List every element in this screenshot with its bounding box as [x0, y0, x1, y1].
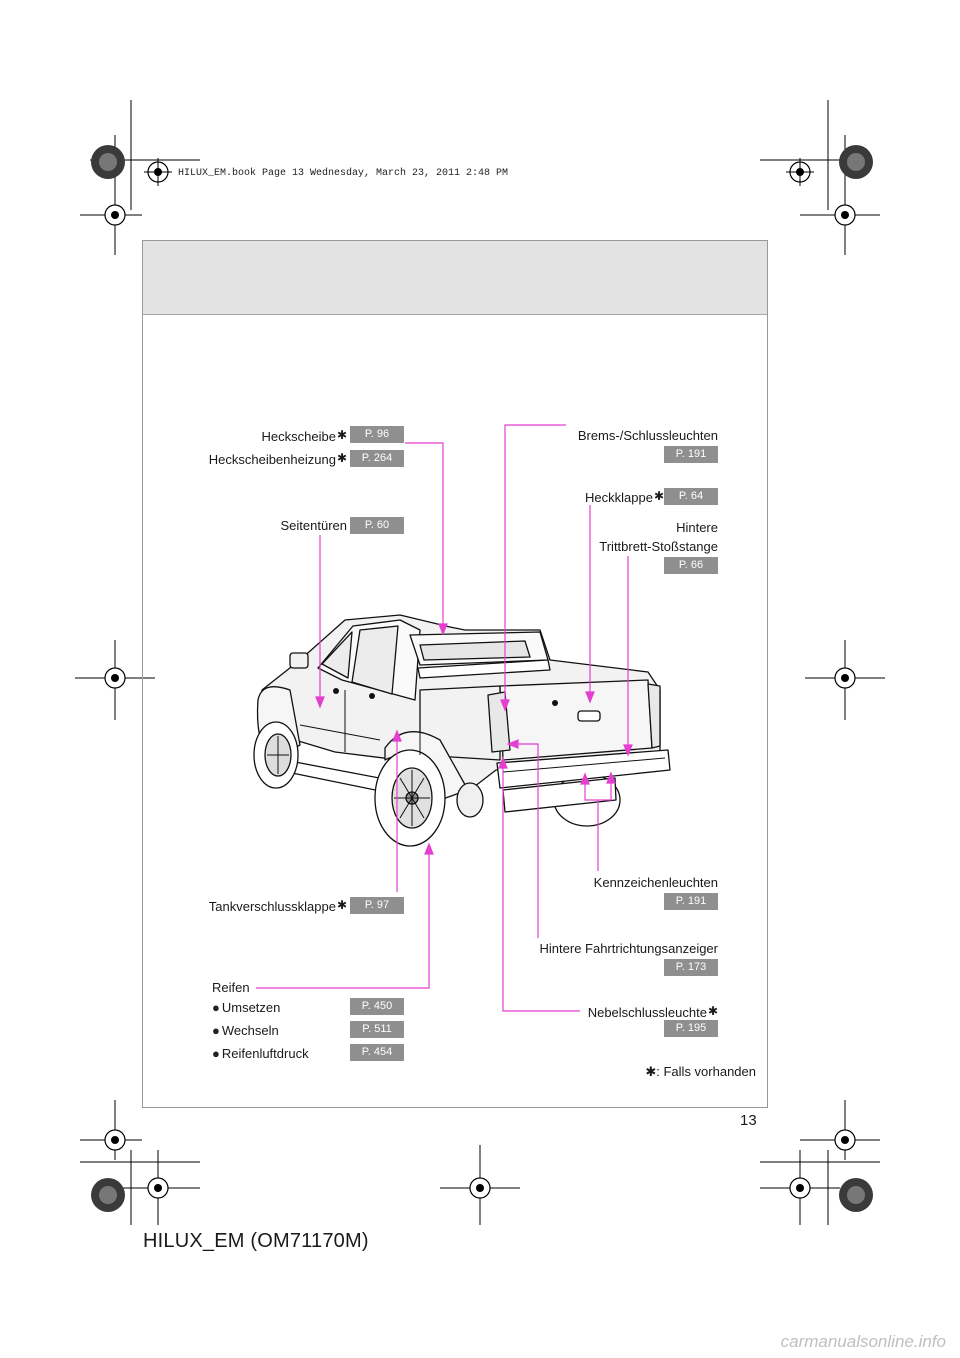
- document-code: HILUX_EM (OM71170M): [143, 1230, 369, 1252]
- header-band: [143, 241, 767, 315]
- page-ref-seitentueren[interactable]: P. 60: [350, 517, 404, 534]
- label-stossstange-line1: Hintere: [676, 520, 718, 535]
- label-stossstange-line2: Trittbrett-Stoßstange: [599, 539, 718, 554]
- label-kennzeichenleuchten: Kennzeichenleuchten: [593, 875, 718, 890]
- print-stamp: HILUX_EM.book Page 13 Wednesday, March 2…: [178, 168, 509, 179]
- reifen-item-umsetzen: ●Umsetzen: [212, 1000, 281, 1015]
- label-reifen: Reifen: [212, 980, 250, 995]
- watermark: carmanualsonline.info: [780, 1332, 946, 1351]
- page-ref-wechseln[interactable]: P. 511: [350, 1021, 404, 1038]
- label-tankverschlussklappe: Tankverschlussklappe✱: [208, 898, 347, 914]
- page-ref-kennzeichenleuchten[interactable]: P. 191: [664, 893, 718, 910]
- reifen-item-wechseln: ●Wechseln: [212, 1023, 279, 1038]
- page-ref-tankverschlussklappe[interactable]: P. 97: [350, 897, 404, 914]
- page-ref-reifenluftdruck[interactable]: P. 454: [350, 1044, 404, 1061]
- label-seitentueren: Seitentüren: [280, 518, 348, 533]
- page-ref-stossstange[interactable]: P. 66: [664, 557, 718, 574]
- page-number: 13: [740, 1112, 757, 1129]
- label-fahrtrichtungsanzeiger: Hintere Fahrtrichtungsanzeiger: [539, 941, 718, 956]
- reifen-item-reifenluftdruck: ●Reifenluftdruck: [212, 1046, 309, 1061]
- page-ref-heckscheibenheizung[interactable]: P. 264: [350, 450, 404, 467]
- page-ref-fahrtrichtungsanzeiger[interactable]: P. 173: [664, 959, 718, 976]
- label-heckklappe: Heckklappe✱: [585, 489, 664, 505]
- page-ref-umsetzen[interactable]: P. 450: [350, 998, 404, 1015]
- label-heckscheibenheizung: Heckscheibenheizung✱: [208, 451, 347, 467]
- page-ref-brems-schlussleuchten[interactable]: P. 191: [664, 446, 718, 463]
- page-ref-nebelschlussleuchte[interactable]: P. 195: [664, 1020, 718, 1037]
- page-ref-heckklappe[interactable]: P. 64: [664, 488, 718, 505]
- footnote-falls-vorhanden: ✱: Falls vorhanden: [645, 1064, 756, 1079]
- label-brems-schlussleuchten: Brems-/Schlussleuchten: [577, 428, 718, 443]
- content-frame: [142, 240, 768, 1108]
- page-ref-heckscheibe[interactable]: P. 96: [350, 426, 404, 443]
- label-nebelschlussleuchte: Nebelschlussleuchte✱: [587, 1004, 718, 1020]
- label-heckscheibe: Heckscheibe✱: [261, 428, 348, 444]
